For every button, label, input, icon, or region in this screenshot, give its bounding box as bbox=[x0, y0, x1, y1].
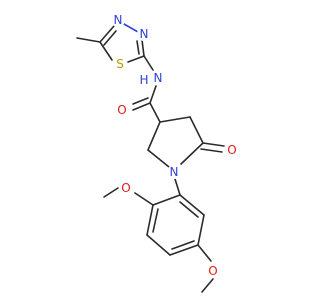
atom-o-amide: O bbox=[117, 103, 126, 117]
atom-o-lactam: O bbox=[227, 143, 236, 157]
bond-ar6-ar1-inner bbox=[179, 201, 199, 218]
bond-c5-n4-double bbox=[103, 30, 117, 46]
bond-c3-c4 bbox=[159, 116, 191, 123]
bond-c5-o-lactam bbox=[202, 142, 225, 147]
bond-nh-carbonyl bbox=[149, 85, 157, 104]
bond-n1-c2p bbox=[147, 149, 170, 168]
thiadiazole-ring bbox=[76, 23, 145, 63]
bond-ar5-ar6 bbox=[197, 214, 205, 246]
bond-ar3-ar4 bbox=[146, 234, 171, 256]
bond-ar4-ar5-inner bbox=[171, 240, 195, 250]
bond-o-lower-methyl bbox=[201, 278, 214, 293]
bond-s1-c5 bbox=[99, 41, 113, 61]
bond-ar4-ar5 bbox=[169, 244, 199, 256]
bond-c2-s1 bbox=[127, 55, 145, 63]
atom-h-amide: H bbox=[139, 73, 148, 87]
dimethoxyphenyl-ring bbox=[103, 178, 214, 293]
bond-n1-aryl bbox=[174, 178, 181, 196]
atom-s-thiadiazole: S bbox=[116, 57, 124, 71]
bond-c2-nh bbox=[143, 55, 154, 71]
bond-c5-o-lactam-double bbox=[200, 148, 223, 153]
atom-n-thiadiazole-top-right: N bbox=[140, 27, 149, 41]
bond-ar5-o-lower bbox=[197, 244, 212, 262]
bond-ar2-ar3-inner bbox=[152, 208, 159, 233]
bond-carbonyl-o bbox=[132, 102, 151, 111]
atom-n-pyrrolidine: N bbox=[170, 165, 179, 179]
bond-n3-c2-double bbox=[136, 40, 140, 55]
bond-ar1-ar2 bbox=[152, 194, 181, 206]
bond-c4-c5 bbox=[189, 116, 204, 144]
bond-ar2-o-upper bbox=[134, 192, 154, 206]
bond-o-upper-methyl bbox=[103, 187, 119, 198]
pyrrolidinone-ring bbox=[147, 116, 225, 168]
bond-n3-c2 bbox=[141, 39, 145, 57]
atom-n-thiadiazole-top-left: N bbox=[114, 13, 123, 27]
bond-n4-n3 bbox=[123, 23, 139, 33]
bond-methyl-c5 bbox=[76, 37, 101, 43]
atom-o-methoxy-lower: O bbox=[208, 264, 217, 278]
bond-ar6-ar1 bbox=[179, 194, 205, 216]
atom-o-methoxy-upper: O bbox=[121, 181, 130, 195]
bond-carbonyl-o-double bbox=[132, 97, 149, 105]
bond-c5-n4 bbox=[99, 25, 115, 43]
bond-c5-n1 bbox=[180, 142, 204, 165]
atom-labels: N N S N H O N O O O bbox=[111, 13, 239, 278]
molecule-diagram: N N S N H O N O O O bbox=[76, 13, 239, 293]
atom-n-amide: N bbox=[154, 71, 163, 85]
bond-ar2-ar3 bbox=[146, 204, 154, 236]
bond-carbonyl-c3 bbox=[149, 102, 161, 123]
amide-linker bbox=[132, 55, 161, 123]
bond-c2p-c3 bbox=[147, 121, 161, 151]
